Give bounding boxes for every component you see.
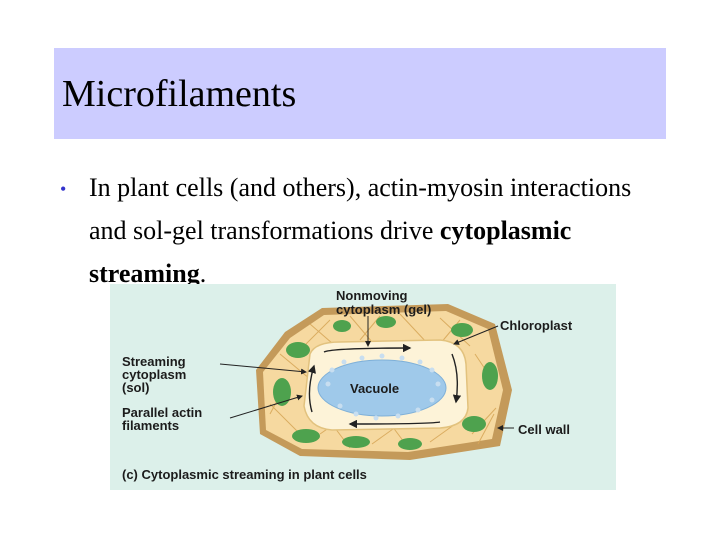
- label-streaming-2: cytoplasm: [122, 367, 186, 382]
- label-vacuole: Vacuole: [350, 381, 399, 396]
- streaming-arrows: [307, 343, 462, 429]
- vacuole: [317, 359, 447, 417]
- figure-caption: (c) Cytoplasmic streaming in plant cells: [122, 467, 367, 482]
- label-parallel-1: Parallel actin: [122, 405, 202, 420]
- vacuole-dots: [325, 353, 441, 421]
- slide-title: Microfilaments: [62, 73, 297, 115]
- label-cell-wall: Cell wall: [518, 422, 570, 437]
- bullet-emphasis: cytoplasmic streaming: [89, 216, 572, 288]
- bullet-item: In plant cells (and others), actin-myosi…: [89, 166, 649, 295]
- label-nonmoving-2: cytoplasm (gel): [336, 302, 431, 317]
- label-streaming-3: (sol): [122, 380, 149, 395]
- label-nonmoving-1: Nonmoving: [336, 288, 408, 303]
- label-chloroplast: Chloroplast: [500, 318, 573, 333]
- chloroplasts: [273, 316, 498, 450]
- label-streaming-1: Streaming: [122, 354, 186, 369]
- bullet-text-after: .: [199, 259, 207, 288]
- figure-illustration: Nonmoving cytoplasm (gel) Chloroplast St…: [110, 284, 616, 490]
- title-bar: Microfilaments: [54, 48, 666, 139]
- bullet-icon: •: [60, 179, 67, 199]
- bullet-text-before: In plant cells (and others), actin-myosi…: [89, 173, 632, 245]
- label-parallel-2: filaments: [122, 418, 179, 433]
- cytoplasmic-streaming-figure: Nonmoving cytoplasm (gel) Chloroplast St…: [110, 284, 616, 490]
- callout-lines: [219, 316, 514, 431]
